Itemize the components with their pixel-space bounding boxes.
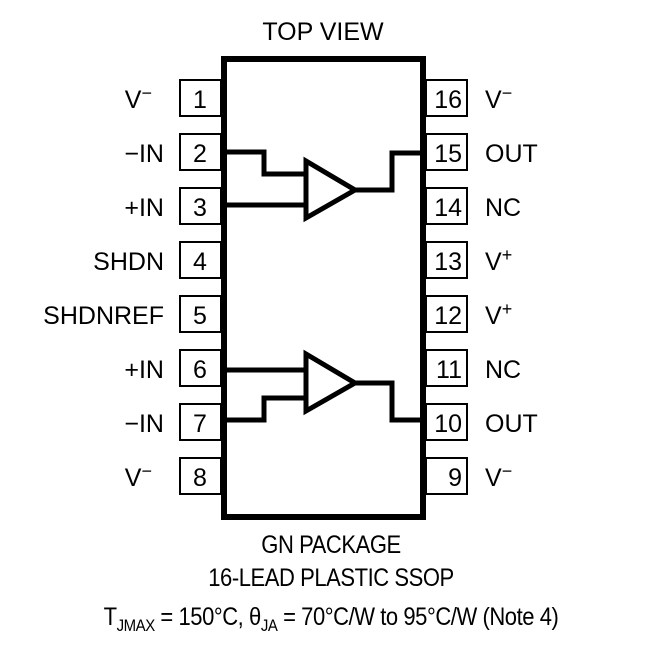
pin-box	[425, 349, 468, 387]
pin-label-superscript: +	[502, 245, 513, 265]
pin-label: V−	[485, 83, 512, 114]
pin-11: 11 NC	[425, 349, 521, 387]
amp-b-output-wire	[355, 380, 421, 423]
amp-b-inverting-wire	[227, 395, 305, 423]
pin-box	[179, 79, 222, 117]
pin-label: −IN	[124, 410, 164, 438]
package-body	[221, 56, 426, 520]
pin-label: SHDNREF	[43, 302, 164, 330]
pin-label: NC	[485, 356, 521, 384]
pin-12: 12 V+	[425, 295, 512, 333]
pin-number: 10	[434, 410, 462, 438]
pin-box	[179, 187, 222, 225]
pin-16: 16 V−	[425, 79, 512, 117]
pin-number: 5	[193, 302, 207, 330]
pin-number: 16	[434, 86, 462, 114]
pin-box	[179, 295, 222, 333]
amplifier-a	[227, 149, 421, 223]
pin-label: OUT	[485, 140, 538, 168]
pin-9: 9 V−	[425, 457, 512, 495]
pin-box	[425, 403, 468, 441]
pin-1: 1 V−	[125, 79, 222, 117]
pin-number: 15	[434, 140, 462, 168]
pin-6: 6 +IN	[124, 349, 222, 387]
pin-number: 3	[193, 194, 207, 222]
pin-number: 14	[434, 194, 462, 222]
pin-15: 15 OUT	[425, 133, 538, 171]
tj-subscript: JMAX	[116, 616, 156, 635]
pin-label-superscript: −	[141, 83, 152, 103]
pin-label-superscript: +	[502, 299, 513, 319]
pin-box	[179, 403, 222, 441]
pin-13: 13 V+	[425, 241, 512, 279]
pin-label-superscript: −	[502, 83, 513, 103]
pin-5: 5 SHDNREF	[43, 295, 222, 333]
pin-box	[425, 79, 468, 117]
pin-box	[179, 133, 222, 171]
pin-number: 6	[193, 356, 207, 384]
pin-number: 9	[448, 464, 462, 492]
tj-value: = 150°C,	[154, 603, 250, 631]
pin-box	[179, 241, 222, 279]
pin-box	[425, 295, 468, 333]
pin-3: 3 +IN	[124, 187, 222, 225]
thermal-spec: TJMAX = 150°C, θJA = 70°C/W to 95°C/W (N…	[40, 603, 623, 636]
theta-subscript: JA	[260, 616, 278, 635]
pin-box	[425, 133, 468, 171]
pin-label: V−	[485, 461, 512, 492]
theta-symbol: θ	[249, 603, 261, 631]
pin-box	[425, 241, 468, 279]
pin-box	[425, 457, 468, 495]
pin-label: +IN	[124, 194, 164, 222]
pin-label-superscript: −	[502, 461, 513, 481]
pin-8: 8 V−	[125, 457, 222, 495]
pin-box	[179, 349, 222, 387]
pin-number: 4	[193, 248, 207, 276]
pin-7: 7 −IN	[124, 403, 222, 441]
pin-number: 8	[193, 464, 207, 492]
amp-a-output-wire	[355, 150, 421, 193]
pin-2: 2 −IN	[124, 133, 222, 171]
amp-a-triangle	[303, 156, 360, 223]
package-description: 16-LEAD PLASTIC SSOP	[208, 564, 454, 592]
pin-label-superscript: −	[141, 461, 152, 481]
package-name: GN PACKAGE	[261, 531, 401, 559]
pin-label: V−	[125, 83, 152, 114]
pin-number: 13	[434, 248, 462, 276]
tj-symbol: T	[103, 603, 117, 631]
pin-14: 14 NC	[425, 187, 521, 225]
pin-number: 2	[193, 140, 207, 168]
theta-value: = 70°C/W to 95°C/W (Note 4)	[277, 603, 559, 631]
pin-box	[179, 457, 222, 495]
pin-box	[425, 187, 468, 225]
amp-a-inverting-wire	[227, 149, 305, 177]
pin-number: 12	[434, 302, 462, 330]
pin-10: 10 OUT	[425, 403, 538, 441]
pin-number: 11	[436, 356, 462, 384]
pin-label: V+	[485, 245, 512, 276]
amp-b-triangle	[303, 349, 360, 416]
pin-label: SHDN	[93, 248, 164, 276]
pin-label: OUT	[485, 410, 538, 438]
pin-label: NC	[485, 194, 521, 222]
pin-label: V−	[125, 461, 152, 492]
pin-4: 4 SHDN	[93, 241, 222, 279]
pin-label: +IN	[124, 356, 164, 384]
pin-label: V+	[485, 299, 512, 330]
amplifier-b	[227, 349, 421, 423]
top-view-title: TOP VIEW	[262, 18, 384, 46]
pin-number: 1	[193, 86, 207, 114]
pin-label: −IN	[124, 140, 164, 168]
pin-number: 7	[193, 410, 207, 438]
